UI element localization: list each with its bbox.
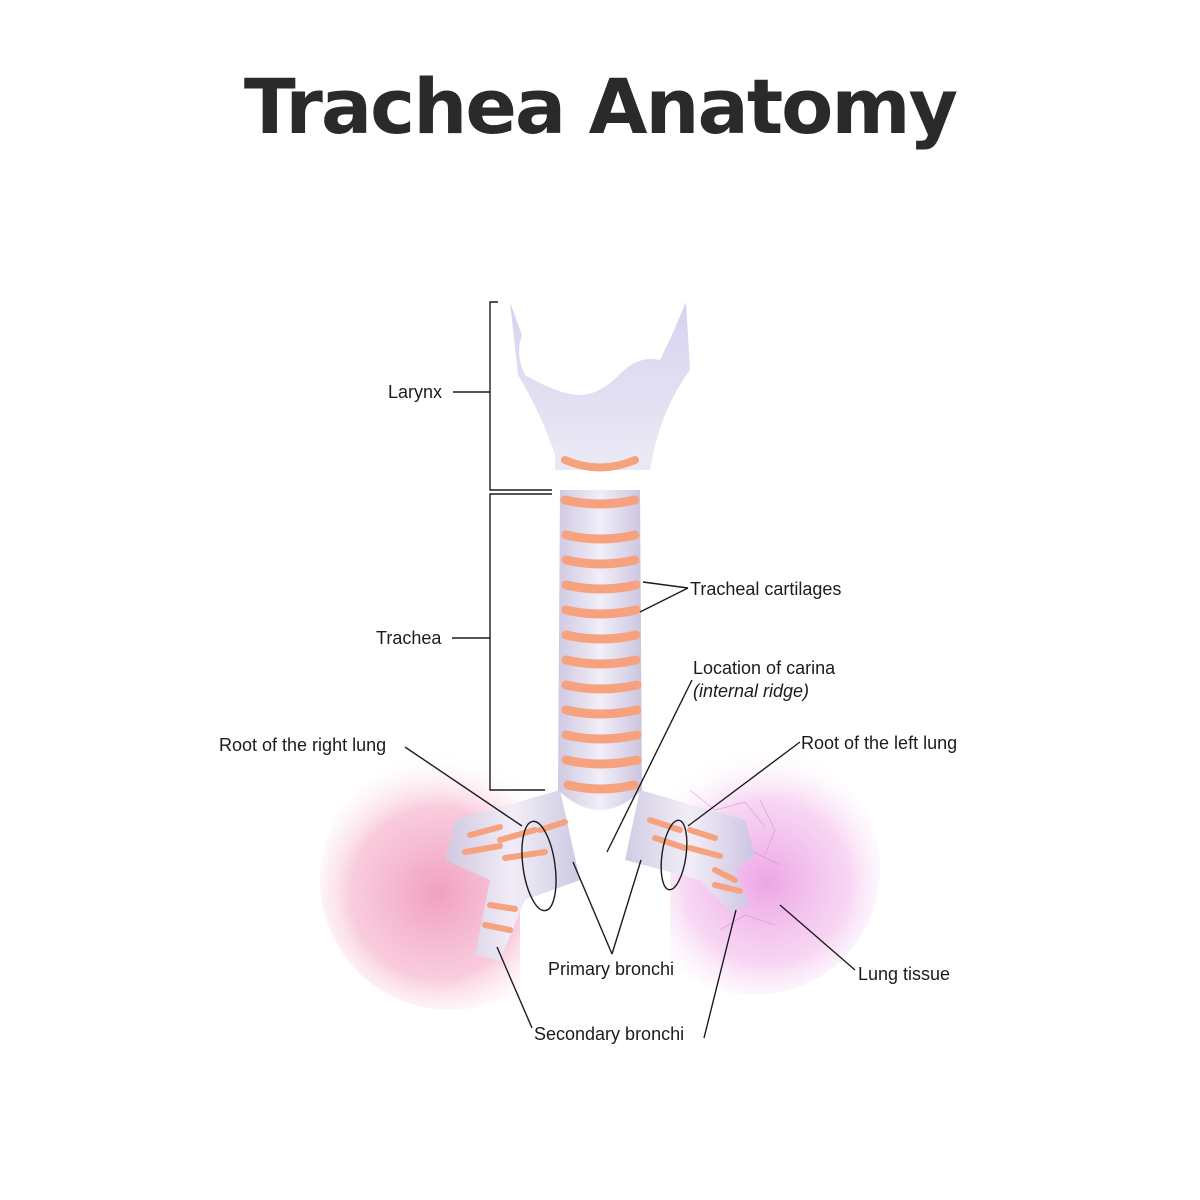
- label-secondary-bronchi: Secondary bronchi: [534, 1024, 684, 1044]
- left-primary-bronchus: [625, 790, 755, 912]
- label-larynx: Larynx: [388, 382, 442, 402]
- trachea-bracket: [452, 493, 552, 791]
- label-trachea: Trachea: [376, 628, 442, 648]
- larynx-bracket: [453, 301, 552, 491]
- label-carina: Location of carina: [693, 658, 836, 678]
- trachea-tube: [558, 490, 642, 810]
- larynx-shape: [510, 302, 690, 472]
- label-root-right-lung: Root of the right lung: [219, 735, 386, 755]
- label-tracheal-cartilages: Tracheal cartilages: [690, 579, 841, 599]
- label-lung-tissue: Lung tissue: [858, 964, 950, 984]
- right-root-oval: [521, 820, 557, 912]
- label-carina-note: (internal ridge): [693, 681, 809, 701]
- left-root-oval: [660, 819, 688, 891]
- page-title: Trachea Anatomy: [243, 62, 958, 151]
- label-root-left-lung: Root of the left lung: [801, 733, 957, 753]
- label-primary-bronchi: Primary bronchi: [548, 959, 674, 979]
- leader-lines: [404, 581, 856, 1039]
